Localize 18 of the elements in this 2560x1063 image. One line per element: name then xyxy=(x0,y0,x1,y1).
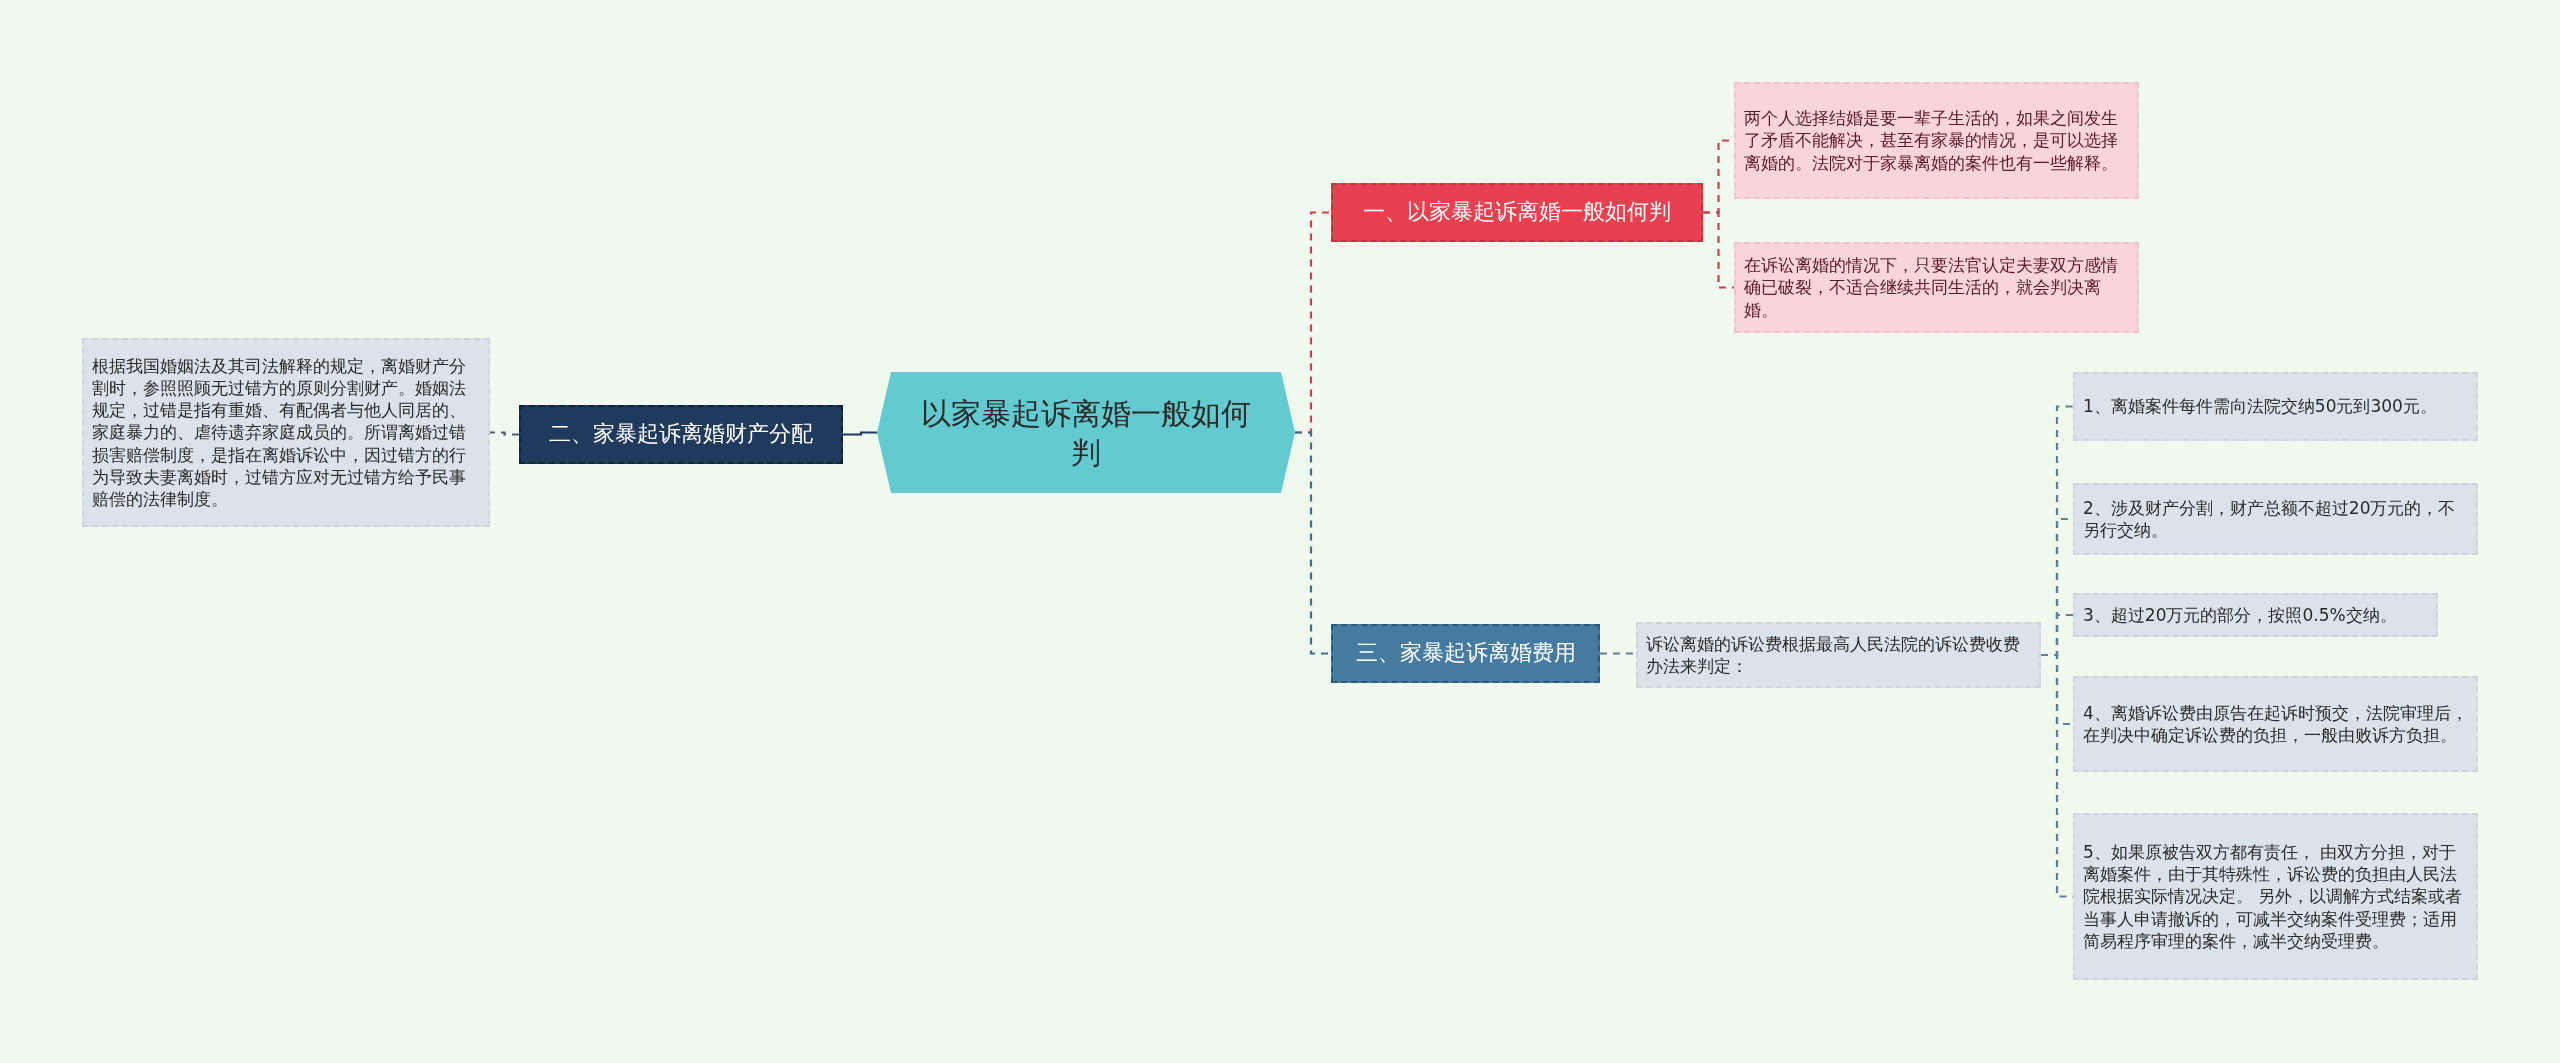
connector-line xyxy=(843,431,877,436)
topic-hexagon: 以家暴起诉离婚一般如何判 xyxy=(877,372,1295,493)
connector-line xyxy=(490,431,519,436)
note-box: 在诉讼离婚的情况下，只要法官认定夫妻双方感情确已破裂，不适合继续共同生活的，就会判决离婚。 xyxy=(1734,242,2139,333)
note-box: 1、离婚案件每件需向法院交纳50元到300元。 xyxy=(2073,372,2478,441)
connector-line xyxy=(1600,652,1636,655)
branch-box: 二、家暴起诉离婚财产分配 xyxy=(519,405,843,464)
branch-box: 一、以家暴起诉离婚一般如何判 xyxy=(1331,183,1703,242)
connector-line xyxy=(1703,211,1734,289)
note-box: 两个人选择结婚是要一辈子生活的，如果之间发生了矛盾不能解决，甚至有家暴的情况，是可以选择离婚的。法院对于家暴离婚的案件也有一些解释。 xyxy=(1734,82,2139,199)
note-box: 5、如果原被告双方都有责任， 由双方分担，对于离婚案件，由于其特殊性，诉讼费的负担由人民法院根据实际情况决定。 另外，以调解方式结案或者当事人申请撤诉的，可减半交纳案件受理费；适用简易程序审理的案件，减半交纳受理费。 xyxy=(2073,813,2478,980)
note-box: 2、涉及财产分割，财产总额不超过20万元的，不另行交纳。 xyxy=(2073,483,2478,555)
note-box: 3、超过20万元的部分，按照0.5%交纳。 xyxy=(2073,593,2438,637)
note-box: 4、离婚诉讼费由原告在起诉时预交，法院审理后，在判决中确定诉讼费的负担，一般由败诉方负担。 xyxy=(2073,676,2478,772)
note-box: 诉讼离婚的诉讼费根据最高人民法院的诉讼费收费办法来判定： xyxy=(1636,622,2041,688)
branch-box: 三、家暴起诉离婚费用 xyxy=(1331,624,1600,683)
connector-line xyxy=(1295,431,1331,655)
note-box: 根据我国婚姻法及其司法解释的规定，离婚财产分割时，参照照顾无过错方的原则分割财产。婚姻法规定，过错是指有重婚、有配偶者与他人同居的、家庭暴力的、虐待遗弃家庭成员的。所谓离婚过错损害赔偿制度，是指在离婚诉讼中，因过错方的行为导致夫妻离婚时，过错方应对无过错方给予民事赔偿的法律制度。 xyxy=(82,338,490,527)
